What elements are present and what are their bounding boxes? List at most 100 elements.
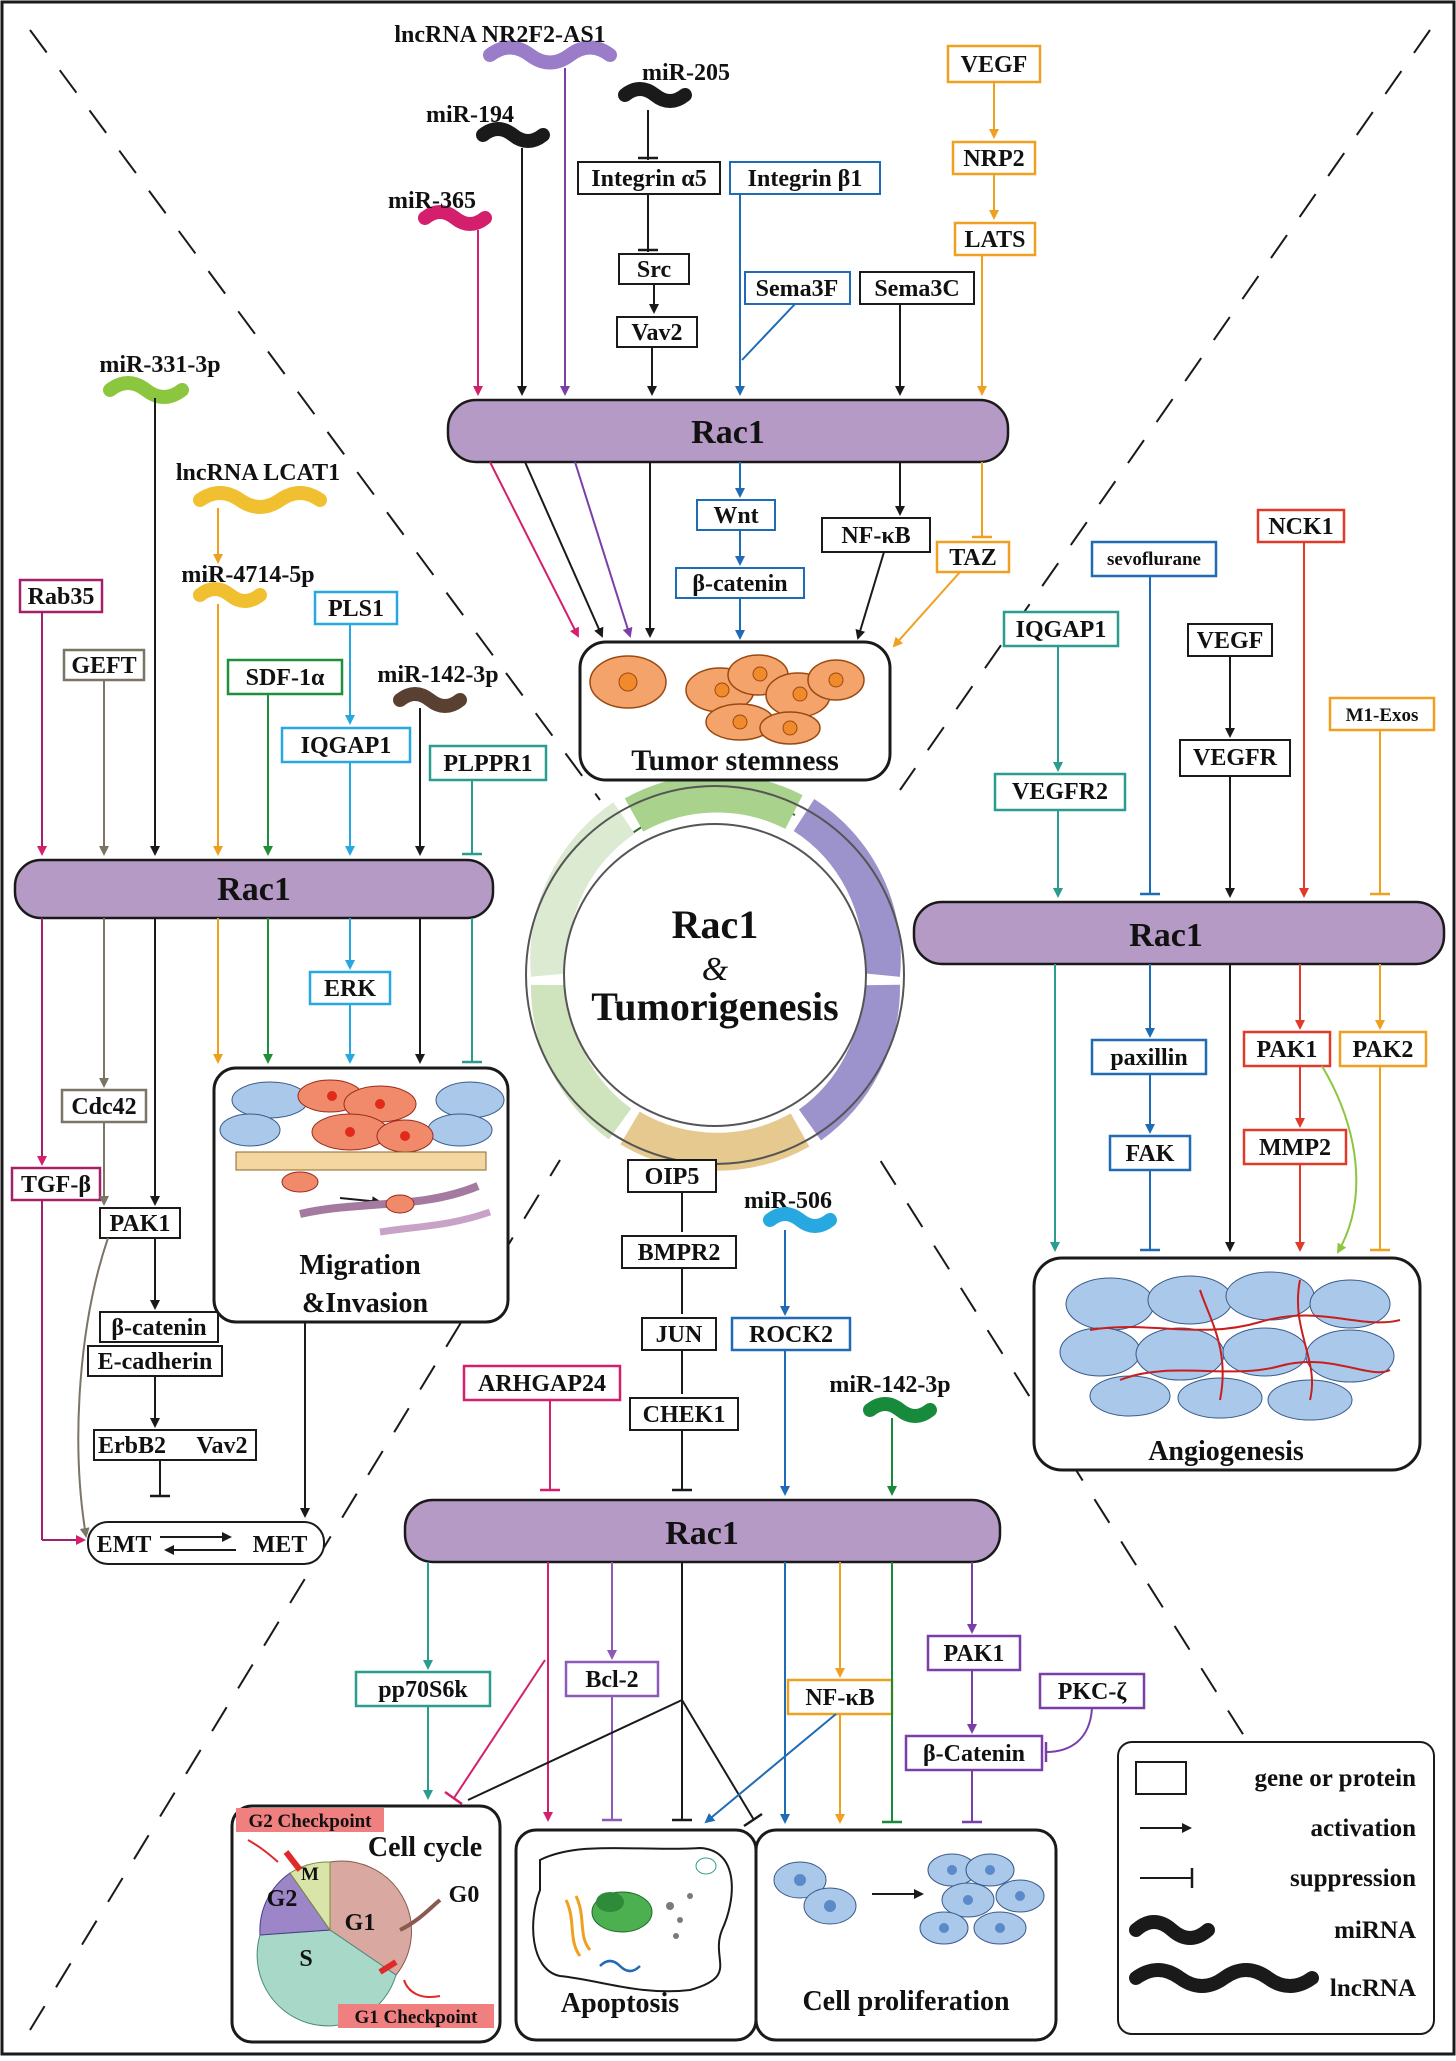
emt-label: EMT <box>97 1532 152 1558</box>
box-lats: LATS <box>965 227 1026 253</box>
top-quadrant: lncRNA NR2F2-AS1 miR-205 miR-194 miR-365… <box>388 22 1042 782</box>
box-ecadherin: E-cadherin <box>98 1349 213 1375</box>
angiogenesis-label: Angiogenesis <box>1148 1436 1304 1467</box>
box-fak: FAK <box>1126 1141 1175 1167</box>
g0-label: G0 <box>449 1882 480 1908</box>
lncrna-lcat1-label: lncRNA LCAT1 <box>176 460 340 486</box>
box-plppr1: PLPPR1 <box>443 751 532 777</box>
box-vegf-right: VEGF <box>1197 628 1264 654</box>
box-pak1-bottom: PAK1 <box>944 1641 1005 1667</box>
g1-checkpoint-label: G1 Checkpoint <box>355 2007 479 2028</box>
box-pak1-left: PAK1 <box>110 1211 171 1237</box>
mir-365-label: miR-365 <box>388 188 476 214</box>
migration-label: Migration <box>299 1250 421 1281</box>
box-bmpr2: BMPR2 <box>638 1240 721 1266</box>
proliferating-cells-illustration <box>773 1853 1045 1945</box>
center-title: Rac1 <box>672 902 759 947</box>
box-bcatenin-top: β-catenin <box>692 571 787 597</box>
box-bcatenin-bottom: β-Catenin <box>923 1741 1025 1767</box>
mir-205-label: miR-205 <box>642 60 730 86</box>
box-nck1: NCK1 <box>1268 514 1333 540</box>
box-pak1-right: PAK1 <box>1257 1037 1318 1063</box>
lncrna-nr2f2-as1-label: lncRNA NR2F2-AS1 <box>394 22 605 48</box>
cell-cycle-title: Cell cycle <box>368 1832 482 1863</box>
box-bcatenin-left: β-catenin <box>111 1315 206 1341</box>
legend-gene-swatch <box>1135 1761 1187 1795</box>
box-chek1: CHEK1 <box>643 1402 726 1428</box>
box-cdc42: Cdc42 <box>71 1094 136 1120</box>
box-sdf1a: SDF-1α <box>246 665 325 691</box>
bottom-quadrant: OIP5 BMPR2 JUN CHEK1 miR-506 ROCK2 miR-1… <box>230 1159 1146 2044</box>
rac1-hub-right-label: Rac1 <box>1129 917 1203 954</box>
box-integrin-a5: Integrin α5 <box>591 166 706 192</box>
mir-142-3p-bottom-label: miR-142-3p <box>829 1372 950 1398</box>
invasion-label: &Invasion <box>302 1288 428 1319</box>
mir-142-3p-left-squiggle <box>393 687 467 713</box>
box-iqgap1-right: IQGAP1 <box>1016 617 1107 643</box>
tumor-stemness-label: Tumor stemness <box>631 744 839 777</box>
box-sevoflurane: sevoflurane <box>1107 549 1201 570</box>
endothelial-cells-illustration <box>1059 1271 1401 1421</box>
mir-506-squiggle <box>763 1207 837 1233</box>
center-subtitle: Tumorigenesis <box>591 984 838 1029</box>
box-vegf-top: VEGF <box>961 52 1028 78</box>
rac1-hub-bottom <box>403 1498 1002 1564</box>
mir-194-squiggle <box>476 122 550 148</box>
legend: gene or protein activation suppression m… <box>1117 1741 1435 2035</box>
mir-205-squiggle <box>618 82 692 108</box>
lncrna-lcat1-squiggle <box>193 486 327 514</box>
box-pp70s6k: pp70S6k <box>378 1677 468 1703</box>
box-rab35: Rab35 <box>28 584 95 610</box>
box-vav2-left: Vav2 <box>196 1433 247 1459</box>
box-geft: GEFT <box>71 653 136 679</box>
emt-met-box <box>87 1521 325 1565</box>
migration-illustration <box>219 1079 505 1236</box>
box-vav2-top: Vav2 <box>631 320 682 346</box>
rac1-hub-top <box>446 398 1010 464</box>
legend-mirna-swatch <box>1129 1915 1215 1945</box>
left-quadrant: miR-331-3p lncRNA LCAT1 miR-4714-5p miR-… <box>10 352 548 1565</box>
rac1-hub-right <box>912 900 1446 966</box>
box-mmp2: MMP2 <box>1259 1135 1331 1161</box>
box-nrp2: NRP2 <box>963 146 1024 172</box>
rac1-hub-top-label: Rac1 <box>691 414 765 451</box>
legend-lncrna-swatch <box>1129 1963 1319 1993</box>
box-paxillin: paxillin <box>1110 1045 1187 1071</box>
s-phase-label: S <box>299 1946 312 1972</box>
box-src: Src <box>637 257 672 283</box>
rac1-hub-left-label: Rac1 <box>217 871 291 908</box>
g2-label: G2 <box>267 1886 298 1912</box>
rac1-hub-left <box>13 858 495 920</box>
cell-proliferation-label: Cell proliferation <box>802 1986 1010 2017</box>
box-sema3c: Sema3C <box>874 276 959 302</box>
box-tgfb: TGF-β <box>21 1172 91 1198</box>
mir-331-3p-label: miR-331-3p <box>99 352 220 378</box>
box-pls1: PLS1 <box>328 596 384 622</box>
center-ring: Rac1 & Tumorigenesis <box>525 774 905 1171</box>
cell-cycle-wheel <box>247 1839 442 2027</box>
box-iqgap1-left: IQGAP1 <box>301 733 392 759</box>
legend-mirna-label: miRNA <box>1334 1917 1416 1944</box>
box-oip5: OIP5 <box>645 1164 700 1190</box>
mir-331-3p-squiggle <box>103 376 189 404</box>
mir-365-squiggle <box>418 205 492 231</box>
apoptosis-label: Apoptosis <box>561 1988 679 2019</box>
box-pkcz: PKC-ζ <box>1058 1679 1128 1705</box>
stem-cells-illustration <box>589 654 865 745</box>
legend-activation-label: activation <box>1310 1815 1416 1842</box>
box-vegfr: VEGFR <box>1193 745 1278 771</box>
mir-142-3p-bottom-squiggle <box>863 1397 937 1423</box>
box-arhgap24: ARHGAP24 <box>478 1371 606 1397</box>
box-integrin-b1: Integrin β1 <box>748 166 863 192</box>
legend-suppression-label: suppression <box>1290 1865 1416 1892</box>
mir-4714-5p-label: miR-4714-5p <box>181 562 314 588</box>
legend-lncrna-label: lncRNA <box>1330 1975 1416 2002</box>
box-jun: JUN <box>656 1322 703 1348</box>
box-wnt: Wnt <box>713 503 758 529</box>
rac1-hub-bottom-label: Rac1 <box>665 1515 739 1552</box>
mir-4714-5p-squiggle <box>193 582 267 608</box>
box-taz: TAZ <box>949 545 997 571</box>
